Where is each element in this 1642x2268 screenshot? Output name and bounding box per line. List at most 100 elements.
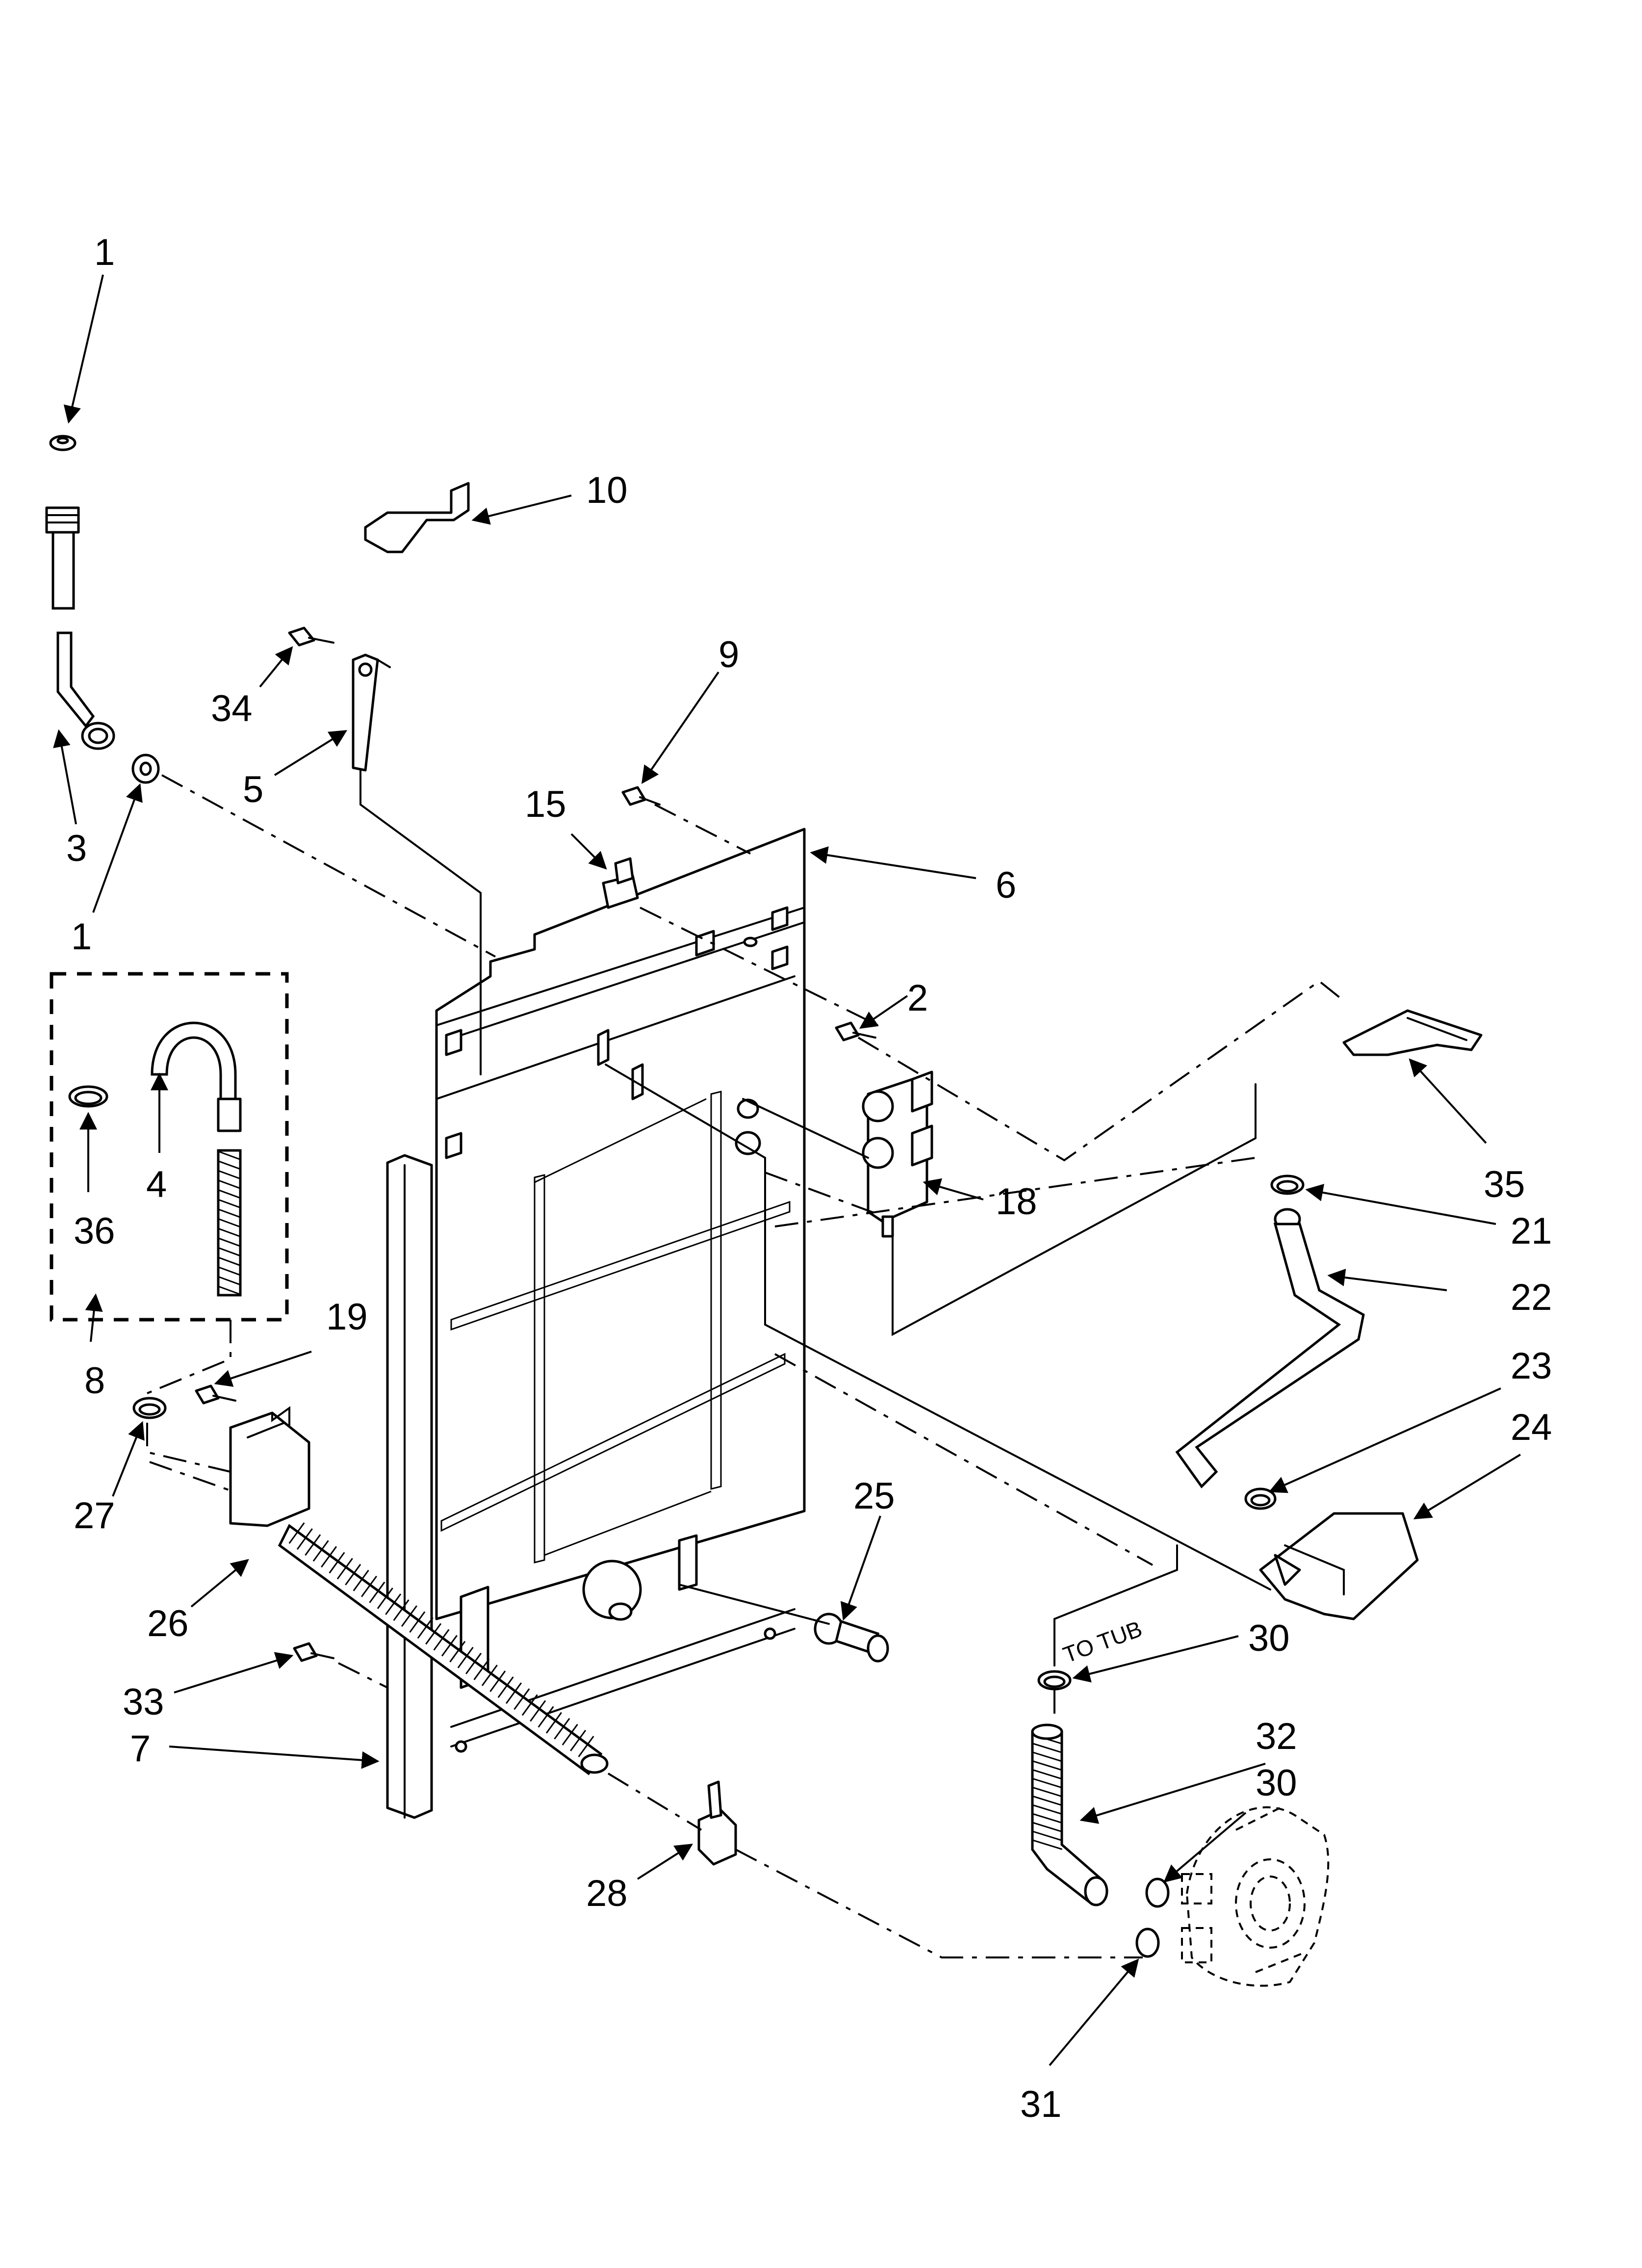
clip-15 xyxy=(602,857,639,909)
leader-arrows xyxy=(53,274,1521,2066)
to-tub-label: TO TUB xyxy=(1060,1616,1146,1668)
hose-rib xyxy=(217,1266,241,1276)
hose-rib xyxy=(538,1706,554,1728)
alignment-lines xyxy=(146,769,1345,1958)
callout-27: 27 xyxy=(74,1495,115,1537)
hose-rib xyxy=(217,1247,241,1257)
callout-35: 35 xyxy=(1484,1164,1525,1205)
hose-rib xyxy=(473,1659,490,1680)
hose-rib xyxy=(217,1160,241,1170)
hose-rib xyxy=(497,1676,514,1698)
hose-rib xyxy=(433,1629,450,1651)
part-25 xyxy=(814,1613,889,1663)
callout-25: 25 xyxy=(853,1475,895,1517)
screw-33 xyxy=(293,1642,334,1662)
hose-rib xyxy=(369,1581,385,1603)
hose-rib xyxy=(545,1712,562,1734)
callout-8: 8 xyxy=(84,1360,105,1402)
hose-rib xyxy=(1031,1786,1063,1798)
screw-2 xyxy=(835,1021,876,1042)
hose-rib xyxy=(554,1718,570,1740)
callout-30-top: 30 xyxy=(1248,1617,1290,1659)
hose-rib xyxy=(457,1646,474,1668)
hose-rib xyxy=(521,1694,538,1716)
callout-4: 4 xyxy=(146,1164,167,1205)
pump-outline xyxy=(1181,1804,1330,1987)
screw-9 xyxy=(621,786,661,806)
hose-rib xyxy=(1031,1804,1063,1815)
hose-rib xyxy=(481,1665,498,1686)
hose-rib xyxy=(1031,1839,1063,1850)
drain-kit-box xyxy=(50,972,289,1322)
callout-18: 18 xyxy=(996,1181,1037,1223)
hose-rib xyxy=(217,1150,241,1160)
callout-21: 21 xyxy=(1511,1210,1552,1252)
hose-rib xyxy=(578,1736,594,1757)
clamp-28 xyxy=(697,1780,737,1866)
side-rail xyxy=(386,1154,433,1819)
hose-rib xyxy=(217,1276,241,1285)
hose-rib xyxy=(489,1670,506,1692)
rear-panel xyxy=(435,828,806,1753)
callout-33: 33 xyxy=(123,1681,164,1723)
hose-rib xyxy=(441,1635,458,1657)
hose-rib xyxy=(505,1682,522,1704)
tub-hose-32 xyxy=(1031,1670,1170,1958)
hose-rib xyxy=(449,1641,466,1663)
callout-9: 9 xyxy=(718,634,739,676)
callout-15: 15 xyxy=(525,783,566,825)
callout-6: 6 xyxy=(996,864,1016,906)
callout-1-top: 1 xyxy=(94,232,115,273)
callout-23: 23 xyxy=(1511,1345,1552,1387)
screw-strap-5 xyxy=(288,626,391,772)
hose-rib xyxy=(1031,1795,1063,1806)
hose-rib xyxy=(217,1285,241,1295)
callout-5: 5 xyxy=(243,769,263,810)
hose-rib xyxy=(393,1599,410,1621)
callout-3: 3 xyxy=(66,828,87,869)
callout-numbers: 1 10 34 9 5 15 3 1 6 2 35 4 36 18 21 22 … xyxy=(66,232,1552,2125)
hose-rib xyxy=(570,1730,587,1751)
callout-7: 7 xyxy=(130,1728,151,1770)
drain-hose-assembly xyxy=(229,1406,609,1775)
callout-1-bottom: 1 xyxy=(71,916,92,958)
hose-rib xyxy=(377,1588,393,1609)
hose-rib xyxy=(417,1617,434,1639)
hose-rib xyxy=(425,1623,442,1645)
hose-rib xyxy=(409,1611,426,1633)
hose-rib xyxy=(217,1189,241,1199)
hose-rib xyxy=(530,1700,546,1722)
hose-rib xyxy=(217,1170,241,1179)
hose-rib xyxy=(1031,1813,1063,1824)
hose-rib xyxy=(288,1522,305,1544)
fill-hose-22 xyxy=(1175,1174,1365,1510)
hose-rib xyxy=(1031,1777,1063,1789)
hose-rib xyxy=(217,1227,241,1237)
hose-rib xyxy=(336,1558,353,1580)
callout-28: 28 xyxy=(586,1873,628,1914)
callout-2: 2 xyxy=(907,977,928,1019)
hose-rib xyxy=(217,1237,241,1247)
hose-rib xyxy=(345,1564,361,1586)
hose-rib xyxy=(1031,1760,1063,1771)
hose-rib xyxy=(385,1593,402,1615)
callout-24: 24 xyxy=(1511,1407,1552,1448)
callout-30-bottom: 30 xyxy=(1256,1762,1297,1804)
callout-34: 34 xyxy=(211,688,253,730)
part-24 xyxy=(1259,1512,1419,1620)
hose-rib xyxy=(562,1723,578,1746)
hose-rib xyxy=(353,1569,369,1591)
hose-rib xyxy=(305,1534,321,1556)
callout-36: 36 xyxy=(74,1210,115,1252)
hose-rib xyxy=(217,1256,241,1266)
callout-19: 19 xyxy=(326,1296,368,1338)
hose-rib xyxy=(329,1552,345,1574)
callout-31: 31 xyxy=(1020,2084,1062,2125)
water-valve-18 xyxy=(862,1070,933,1238)
hose-rib xyxy=(401,1605,417,1627)
hose-rib xyxy=(360,1575,378,1597)
bracket-10 xyxy=(364,482,470,553)
hose-rib xyxy=(1031,1743,1063,1753)
hose-rib xyxy=(217,1208,241,1218)
